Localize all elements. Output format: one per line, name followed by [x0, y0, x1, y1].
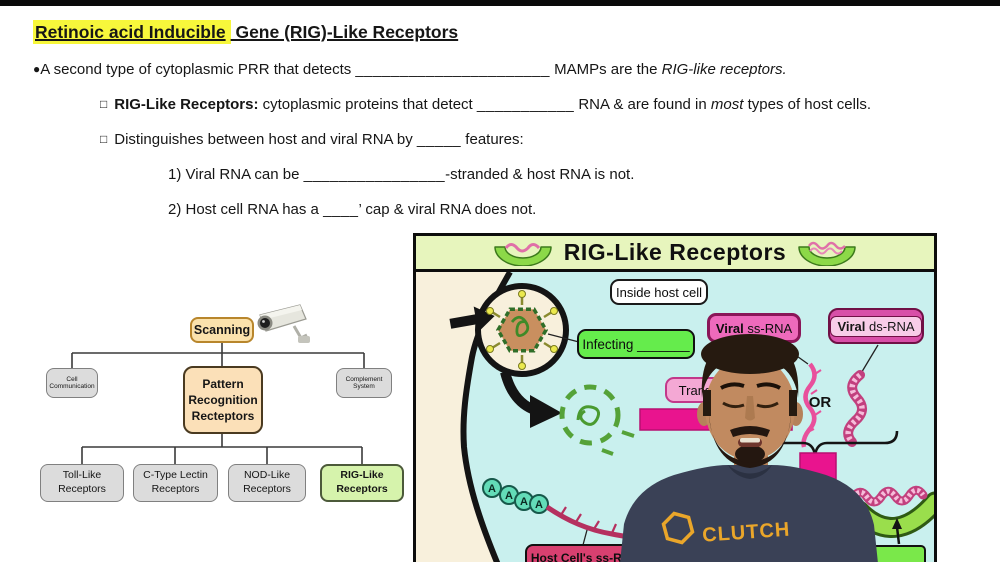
bullet-marker: ●: [33, 62, 41, 76]
teeth: [740, 438, 760, 443]
note-term-bold: RIG-Like Receptors:: [114, 96, 259, 113]
lesson-title: Retinoic acid Inducible Gene (RIG)-Like …: [33, 20, 459, 44]
rig-illustration-panel: RIG-Like Receptors: [413, 233, 937, 562]
shirt-collar: [728, 465, 772, 479]
tree-node-label: RIG-Like Receptors: [336, 469, 388, 495]
panel-header: RIG-Like Receptors: [416, 236, 934, 272]
tree-node-label: NOD-Like Receptors: [243, 469, 291, 495]
svg-text:A: A: [488, 483, 496, 495]
note-line-2: □ RIG-Like Receptors: cytoplasmic protein…: [100, 96, 871, 113]
title-rest: Gene (RIG)-Like Receptors: [230, 22, 459, 42]
note-item-1: 1) Viral RNA can be ________________-str…: [168, 166, 634, 183]
tree-node-label: Scanning: [193, 323, 251, 337]
tree-node-rig-like-receptors: RIG-Like Receptors: [320, 464, 404, 502]
tree-node-label: Pattern Recognition Recteptors: [188, 376, 258, 424]
tree-node-label: Complement System: [345, 376, 383, 390]
square-marker: □: [100, 132, 108, 146]
eyebrow: [756, 382, 781, 390]
fill-in-blank: ________________: [303, 166, 446, 183]
label-text: ss-RNA: [743, 320, 793, 336]
note-text: 1) Viral RNA can be: [168, 166, 304, 183]
panel-body: A A A A: [416, 272, 934, 562]
note-text: types of host cells.: [743, 96, 871, 113]
uncoating-arrow: [500, 370, 535, 414]
ss-rna-strand: [801, 362, 822, 448]
tree-node-cell-communication: Cell Communication: [46, 368, 98, 398]
note-text: cytoplasmic proteins that detect: [258, 96, 477, 113]
poly-a-tail: A A A A: [482, 478, 549, 514]
label-text: OR: [808, 393, 832, 411]
rlr-receptor-icon-left: [494, 242, 552, 266]
sideburn: [789, 390, 797, 416]
nose: [745, 396, 755, 421]
square-marker: □: [100, 97, 108, 111]
tree-node-c-type-lectin-receptors: C-Type Lectin Receptors: [133, 464, 218, 502]
or-label: OR: [804, 392, 836, 412]
tree-node-label: C-Type Lectin Receptors: [143, 469, 208, 495]
label-text: Inside host cell: [616, 284, 702, 300]
label-text: Host Cell's ss-RNA: [530, 551, 640, 562]
note-text: ’ cap & viral RNA does not.: [358, 201, 537, 218]
panel-title: RIG-Like Receptors: [563, 239, 787, 265]
instructor-shirt: [620, 465, 878, 562]
label-inner: Viral ds-RNA: [830, 315, 922, 337]
tree-node-label: Toll-Like Receptors: [58, 469, 106, 495]
capsid-fragments: [559, 384, 635, 456]
svg-text:A: A: [520, 496, 528, 508]
note-item-2: 2) Host cell RNA has a ____’ cap & viral…: [168, 201, 536, 218]
ds-rna-leader-line: [859, 344, 879, 376]
label-text: Infecting _______: [582, 336, 690, 352]
infecting-leader-line: [547, 333, 580, 343]
ds-rna-strand: [843, 370, 867, 447]
instructor-figure: CLUTCH: [620, 334, 878, 562]
note-text: Distinguishes between host and viral RNA…: [114, 131, 417, 148]
tree-node-complement-system: Complement System: [336, 368, 392, 398]
label-text-bold: Viral: [715, 320, 744, 336]
infection-arrow-icon: [449, 306, 495, 333]
eye-closed: [756, 401, 779, 409]
player-top-bar: [0, 0, 1000, 6]
note-text: features:: [461, 131, 524, 148]
svg-text:A: A: [505, 490, 513, 502]
tree-node-scanning: Scanning: [190, 317, 254, 343]
tree-node-pattern-recognition-receptors: Pattern Recognition Recteptors: [183, 366, 263, 434]
note-text: 2) Host cell RNA has a: [168, 201, 324, 218]
instructor-hair-top: [701, 334, 799, 374]
rlr-receptor-icon-right: [798, 241, 856, 266]
tree-connector-lines: [71, 343, 365, 464]
note-text-italic: RIG-like receptors.: [661, 61, 787, 78]
note-text: MAMPs are the: [549, 61, 662, 78]
host-rna-leader-line: [582, 529, 588, 546]
chin-beard: [735, 445, 765, 463]
tree-node-nod-like-receptors: NOD-Like Receptors: [228, 464, 306, 502]
fill-in-blank: ___________: [476, 96, 575, 113]
eye-closed: [722, 401, 745, 409]
mustache: [730, 426, 770, 437]
sideburn: [703, 390, 711, 416]
label-text: ds-RNA: [865, 318, 915, 334]
note-line-3: □ Distinguishes between host and viral RN…: [100, 131, 524, 148]
hexagon-logo-icon: [661, 511, 695, 545]
note-line-1: ●A second type of cytoplasmic PRR that d…: [33, 61, 787, 78]
label-text-bold: Viral: [837, 318, 866, 334]
infecting-label: Infecting _______: [577, 329, 695, 359]
svg-text:A: A: [535, 499, 543, 511]
highlighted-title-text: Retinoic acid Inducible: [33, 20, 231, 44]
note-text: -stranded & host RNA is not.: [445, 166, 635, 183]
security-camera-icon: [257, 304, 310, 343]
fill-in-blank: _____: [416, 131, 462, 148]
viral-ds-rna-label: Viral ds-RNA: [828, 308, 924, 344]
note-text: RNA & are found in: [574, 96, 711, 113]
inside-host-cell-label: Inside host cell: [610, 279, 708, 305]
virus-icon: [486, 290, 558, 370]
eyebrow: [720, 382, 745, 390]
uncoating-arrow-head: [530, 395, 562, 428]
tree-node-label: Cell Communication: [49, 376, 95, 390]
fill-in-blank: ____: [323, 201, 359, 218]
fill-in-blank: ______________________: [355, 61, 550, 78]
note-text-italic: most: [710, 96, 744, 113]
note-text: A second type of cytoplasmic PRR that de…: [40, 61, 356, 78]
receptor-arrow: [892, 518, 902, 545]
tree-node-toll-like-receptors: Toll-Like Receptors: [40, 464, 124, 502]
